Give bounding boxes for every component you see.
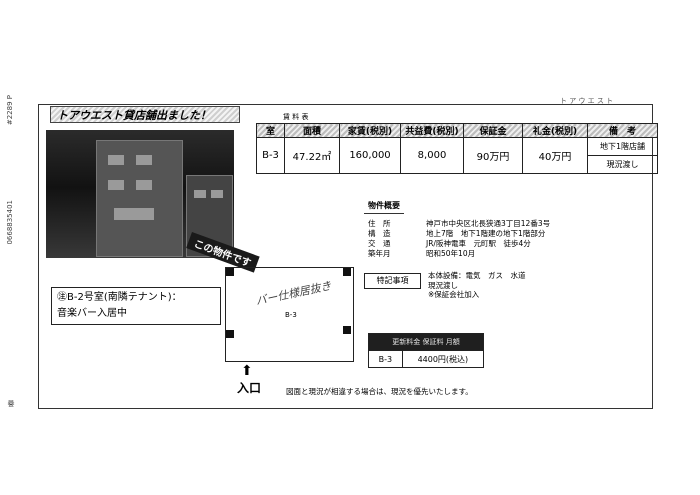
special-notes-list: 本体設備：電気 ガス 水道 現況渡し ※保証会社加入 [428, 271, 526, 300]
special-note-item: 本体設備：電気 ガス 水道 [428, 271, 526, 280]
cell-room: B-3 [256, 137, 285, 174]
overview-row-access: 交 通 JR/阪神電車 元町駅 徒歩4分 [368, 239, 550, 249]
extra-fee-header: 更新料金 保証料 月額 [368, 333, 484, 351]
cell-note-1: 地下1階店舗 [587, 137, 658, 156]
rent-table-caption: 賃 料 表 [283, 113, 309, 121]
extra-fee-value: 4400円(税込) [401, 350, 485, 368]
column-marker [226, 268, 234, 276]
cell-key-money: 40万円 [522, 137, 588, 174]
overview-value: 地上7階 地下1階建の地下1階部分 [426, 229, 546, 238]
tenant-note-line1: ㊟B-2号室(南隣テナント)： [57, 292, 182, 303]
entrance-label: 入口 [237, 381, 262, 395]
tenant-note: ㊟B-2号室(南隣テナント)： 音楽バー入居中 [51, 287, 221, 325]
column-marker [343, 268, 351, 276]
overview-label: 築年月 [368, 249, 391, 258]
header-area: 面積 [284, 123, 340, 138]
special-note-item: ※保証会社加入 [428, 290, 480, 299]
overview-row-built: 築年月 昭和50年10月 [368, 249, 550, 259]
cell-note-2: 現況渡し [587, 155, 658, 174]
floor-plan [225, 267, 354, 362]
header-key-money: 礼金(税別) [522, 123, 588, 138]
header-notes: 備 考 [587, 123, 658, 138]
entrance-arrow-icon: ⬆ [241, 363, 253, 379]
rent-table-row: B-3 47.22㎡ 160,000 8,000 90万円 40万円 地下1階店… [256, 137, 658, 174]
left-edge-small: 番 [7, 400, 15, 407]
special-note-item: 現況渡し [428, 280, 458, 290]
plan-room-label: B-3 [285, 311, 297, 319]
overview-label: 住 所 [368, 219, 391, 228]
tenant-note-line2: 音楽バー入居中 [57, 308, 127, 319]
page-title: トアウエスト貸店舗出ました！ [50, 106, 240, 123]
special-notes-label: 特記事項 [364, 273, 421, 289]
extra-fee-table: 更新料金 保証料 月額 B-3 4400円(税込) [368, 333, 485, 368]
rent-table-header-row: 室 面積 家賃(税別) 共益費(税別) 保証金 礼金(税別) 備 考 [256, 123, 658, 138]
overview-label: 構 造 [368, 229, 391, 238]
overview-value: 神戸市中央区北長狭通3丁目12番3号 [426, 219, 551, 228]
column-marker [226, 330, 234, 338]
cell-common-fee: 8,000 [400, 137, 464, 174]
overview-label: 交 通 [368, 239, 391, 248]
overview-row-address: 住 所 神戸市中央区北長狭通3丁目12番3号 [368, 219, 550, 229]
rent-table: 室 面積 家賃(税別) 共益費(税別) 保証金 礼金(税別) 備 考 B-3 4… [256, 123, 658, 174]
overview-title: 物件概要 [364, 198, 404, 214]
left-edge-code: #2289 P [6, 95, 14, 126]
cell-area: 47.22㎡ [284, 137, 340, 174]
header-room: 室 [256, 123, 285, 138]
cell-deposit: 90万円 [463, 137, 523, 174]
header-rent: 家賃(税別) [339, 123, 401, 138]
top-right-text: ト ア ウ エ ス ト [560, 97, 614, 105]
overview-row-structure: 構 造 地上7階 地下1階建の地下1階部分 [368, 229, 550, 239]
overview-list: 住 所 神戸市中央区北長狭通3丁目12番3号 構 造 地上7階 地下1階建の地下… [368, 219, 550, 259]
footer-note: 図面と現況が相違する場合は、現況を優先いたします。 [286, 387, 473, 396]
header-deposit: 保証金 [463, 123, 523, 138]
cell-rent: 160,000 [339, 137, 401, 174]
header-common-fee: 共益費(税別) [400, 123, 464, 138]
left-edge-number: 0668835401 [6, 200, 14, 245]
extra-fee-room: B-3 [368, 350, 403, 368]
sheet-border [38, 104, 653, 409]
overview-value: 昭和50年10月 [426, 249, 476, 258]
column-marker [343, 326, 351, 334]
overview-value: JR/阪神電車 元町駅 徒歩4分 [426, 239, 531, 248]
